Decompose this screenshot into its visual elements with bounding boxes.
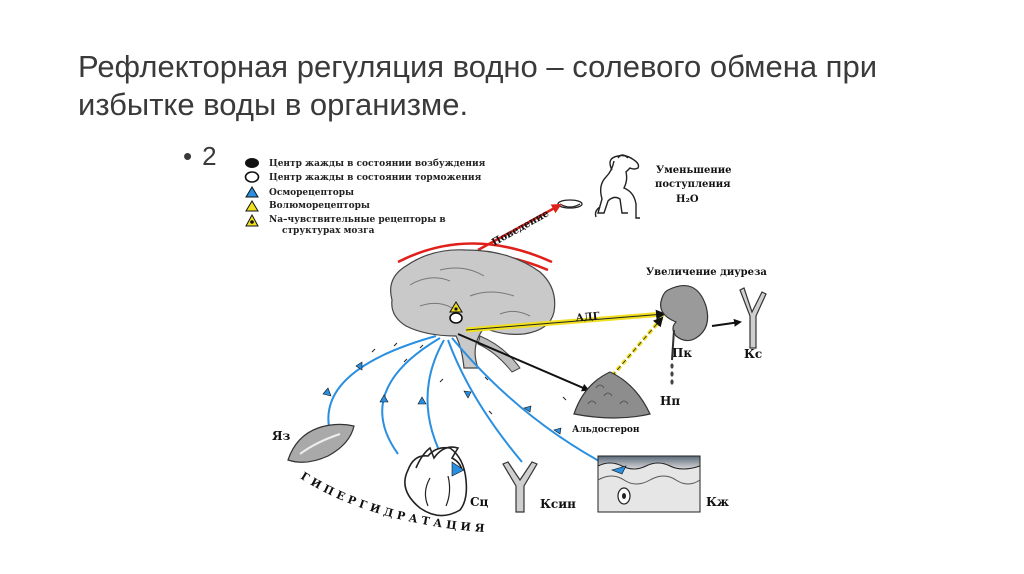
yellow-triangle-icon xyxy=(245,200,259,212)
heart-illustration xyxy=(404,446,468,517)
legend-item-inhibited-center: Центр жажды в состоянии торможения xyxy=(244,171,482,183)
behavior-arrow xyxy=(477,203,562,252)
afferent-direction-marks xyxy=(322,361,562,435)
legend-label-na-1: Na–чувствительные рецепторы в xyxy=(269,215,446,225)
slide-title: Рефлекторная регуляция водно – солевого … xyxy=(78,48,958,124)
label-reduced-intake-2: поступления xyxy=(655,179,731,190)
legend-label-inhibited: Центр жажды в состоянии торможения xyxy=(269,173,482,183)
vessel-ksin-illustration xyxy=(502,461,538,513)
bullet-text: 2 xyxy=(202,141,217,171)
slide-title-line-1: Рефлекторная регуляция водно – солевого … xyxy=(78,49,878,84)
vessel-ks-illustration xyxy=(739,287,767,349)
legend-item-na-receptors: Na–чувствительные рецепторы в структурах… xyxy=(245,213,446,236)
label-pk: Пк xyxy=(672,346,692,360)
tongue-illustration xyxy=(287,423,355,463)
bullet-dot-icon: • xyxy=(183,141,193,171)
brain-receptor-symbols xyxy=(449,301,463,324)
bowl-icon xyxy=(557,199,583,209)
legend-label-volumo: Волюморецепторы xyxy=(269,201,370,211)
kidney-illustration xyxy=(660,285,709,385)
label-sc: Сц xyxy=(470,495,489,509)
label-np: Нп xyxy=(660,394,680,408)
legend-item-osmoreceptors: Осморецепторы xyxy=(245,186,354,198)
efferent-arrow-adrenal xyxy=(457,333,590,392)
label-behavior: Поведение xyxy=(490,208,551,248)
label-ksin: Ксин xyxy=(540,497,576,511)
legend-item-volumoreceptors: Волюморецепторы xyxy=(245,200,370,212)
diuresis-arrow xyxy=(711,318,742,327)
afferent-impulse-ticks xyxy=(371,342,567,415)
brain-illustration xyxy=(390,249,556,373)
label-diuresis: Увеличение диуреза xyxy=(646,267,767,278)
bullet-item: •2 xyxy=(183,141,217,172)
afferent-path-heart-1 xyxy=(381,337,441,455)
label-ks: Кс xyxy=(744,347,762,361)
dog-illustration xyxy=(594,154,640,219)
label-yaz: Яз xyxy=(272,429,291,443)
label-aldosterone: Альдостерон xyxy=(572,425,640,435)
legend-label-osmo: Осморецепторы xyxy=(269,188,354,198)
legend-label-excited: Центр жажды в состоянии возбуждения xyxy=(269,158,486,169)
skin-illustration xyxy=(597,455,701,513)
label-h2o: H₂O xyxy=(676,194,699,205)
open-circle-icon xyxy=(449,312,463,324)
afferent-path-heart-2 xyxy=(426,339,447,465)
label-kzh: Кж xyxy=(706,495,729,509)
blue-triangle-icon xyxy=(245,186,259,198)
yellow-triangle-dot-icon xyxy=(449,301,463,313)
legend-label-na-2: структурах мозга xyxy=(282,226,375,236)
open-circle-icon xyxy=(244,171,260,183)
afferent-path-kzh xyxy=(451,337,613,469)
legend-item-excited-center: Центр жажды в состоянии возбуждения xyxy=(245,158,486,169)
slide-title-line-2: избытке воды в организме. xyxy=(78,87,469,122)
legend: Центр жажды в состоянии возбуждения Цент… xyxy=(244,158,486,236)
label-reduced-intake-1: Уменьшение xyxy=(656,165,731,176)
afferent-path-yaz xyxy=(327,335,437,433)
filled-circle-icon xyxy=(245,158,259,168)
label-adh: АДГ xyxy=(575,311,600,324)
afferent-path-ksin xyxy=(447,339,523,463)
adrenal-illustration xyxy=(573,371,651,419)
